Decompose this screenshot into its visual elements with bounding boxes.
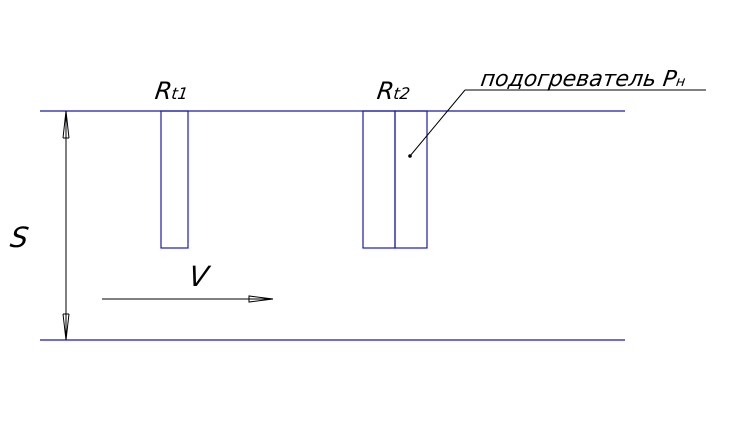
heater-leader-line	[409, 89, 466, 157]
heater-leader-dot	[408, 154, 412, 158]
dimension-s-arrow-bottom	[62, 313, 70, 341]
gap-s-label: S	[8, 221, 30, 254]
heater-label: подогреватель Pн	[479, 66, 687, 92]
rt1-label: Rt1	[153, 77, 190, 105]
heater-element	[394, 110, 428, 249]
dimension-s-arrow-top	[62, 110, 70, 139]
rt2-label: Rt2	[375, 77, 412, 105]
sensor-rt2	[362, 110, 396, 249]
velocity-v-label: V	[187, 260, 213, 293]
velocity-arrow-head	[248, 295, 274, 303]
sensor-rt1	[160, 110, 189, 249]
